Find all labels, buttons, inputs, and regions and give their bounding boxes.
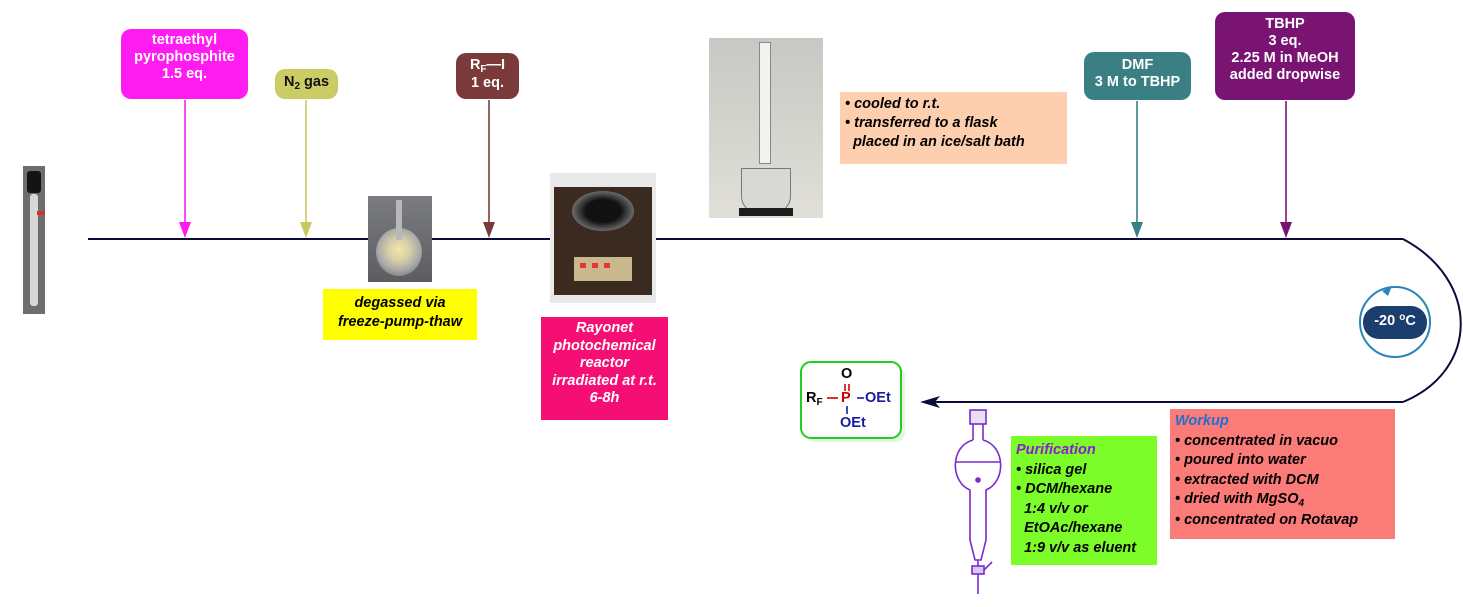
return-arrowhead <box>920 396 940 408</box>
arrow-rfi <box>483 100 495 238</box>
note-rayonet-reactor: Rayonet photochemical reactor irradiated… <box>541 317 668 420</box>
freeze-pump-thaw-image <box>368 196 432 282</box>
note-cooling: • cooled to r.t. • transferred to a flas… <box>840 92 1067 164</box>
product-oet-bottom: OEt <box>840 415 866 431</box>
cooling-step: • cooled to r.t. <box>845 96 941 112</box>
note-purification: Purification • silica gel • DCM/hexane 1… <box>1011 436 1157 565</box>
schlenk-tube-image <box>23 166 45 314</box>
reagent-tetraethyl-pyrophosphite: tetraethyl pyrophosphite 1.5 eq. <box>121 29 248 99</box>
product-oet-right: OEt <box>865 390 891 406</box>
purification-item: • DCM/hexane <box>1016 481 1113 497</box>
workup-item: • concentrated in vacuo <box>1175 432 1339 449</box>
reagent-dmf: DMF 3 M to TBHP <box>1084 52 1191 100</box>
product-structure <box>800 361 905 442</box>
purification-item: 1:4 v/v or <box>1024 500 1088 517</box>
flask-apparatus-image <box>709 38 823 218</box>
workup-item: • concentrated on Rotavap <box>1175 511 1359 528</box>
arrow-nitrogen <box>300 100 312 238</box>
workup-item: • extracted with DCM <box>1175 471 1319 488</box>
note-workup: Workup • concentrated in vacuo • poured … <box>1170 409 1395 539</box>
main-line <box>88 238 1462 408</box>
purification-item: • silica gel <box>1016 461 1087 478</box>
purification-item: EtOAc/hexane <box>1024 520 1123 536</box>
note-degassing: degassed via freeze-pump-thaw <box>323 289 477 340</box>
workup-item: • poured into water <box>1175 452 1306 468</box>
product-oxygen: O <box>841 366 853 382</box>
product-phosphorus: P <box>841 390 851 406</box>
arrow-dmf <box>1131 101 1143 238</box>
separatory-funnel-image <box>954 409 1002 594</box>
temperature-label: -20 oC <box>1374 312 1416 329</box>
cooling-step: placed in an ice/salt bath <box>853 134 1025 150</box>
reagent-nitrogen-gas: N2 gas <box>275 69 338 99</box>
rayonet-reactor-image <box>550 173 656 303</box>
temperature-badge <box>1359 286 1431 358</box>
workup-title: Workup <box>1175 413 1229 429</box>
purification-title: Purification <box>1016 442 1096 458</box>
reagent-tbhp: TBHP 3 eq. 2.25 M in MeOH added dropwise <box>1215 12 1355 100</box>
arrow-tbhp <box>1280 101 1292 238</box>
cooling-step: • transferred to a flask <box>845 115 998 131</box>
workup-item: • dried with MgSO4 <box>1175 491 1305 509</box>
product-rf: RF <box>806 390 823 408</box>
arrow-phosphite <box>179 100 191 238</box>
reagent-rf-iodide: RF—I 1 eq. <box>456 53 519 99</box>
purification-item: 1:9 v/v as eluent <box>1024 539 1137 556</box>
